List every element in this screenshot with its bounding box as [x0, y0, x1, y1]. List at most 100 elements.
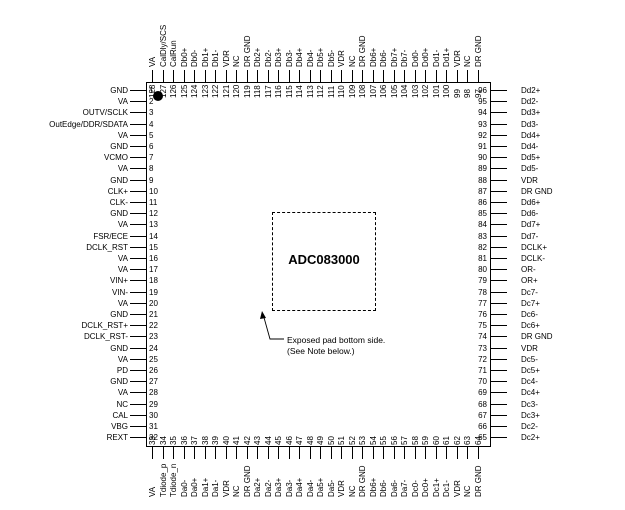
bottom-pin-number: 42 [242, 436, 252, 445]
top-pin-number: 108 [358, 84, 367, 98]
left-pin-line [130, 112, 146, 114]
right-pin-name: Dc3+ [521, 410, 540, 420]
left-pin-name: DCLK_RST [86, 242, 128, 252]
top-pin-name: VA [148, 56, 157, 67]
left-pin-name: VCMO [104, 153, 128, 163]
right-pin-number: 78 [478, 287, 487, 297]
right-pin-name: DCLK- [521, 254, 546, 263]
bottom-pin-line [393, 447, 395, 459]
top-pin-name: Dd1+ [442, 47, 451, 67]
right-pin-number: 73 [478, 343, 487, 353]
left-pin-line [130, 381, 146, 383]
top-pin-line [404, 70, 405, 82]
top-pin-name: Dd1- [431, 49, 441, 67]
right-pin-number: 89 [478, 164, 487, 174]
left-pin-number: 13 [149, 220, 158, 230]
left-pin-name: VBG [111, 422, 128, 431]
left-pin-name: VA [117, 265, 128, 275]
left-pin-name: VA [117, 388, 128, 398]
right-pin-line [491, 246, 507, 248]
bottom-pin-number: 34 [158, 436, 168, 445]
left-pin-line [130, 213, 146, 215]
left-pin-number: 19 [149, 287, 158, 297]
right-pin-line [491, 90, 507, 91]
bottom-pin-line [456, 447, 458, 459]
top-pin-line [414, 70, 416, 82]
right-pin-number: 92 [478, 130, 487, 140]
bottom-pin-name: Da2+ [253, 477, 262, 497]
right-pin-number: 85 [478, 209, 487, 219]
bottom-pin-number: 49 [316, 436, 325, 445]
right-pin-number: 93 [478, 119, 487, 129]
top-pin-name: Db6+ [368, 47, 378, 67]
left-pin-number: 23 [149, 332, 158, 342]
bottom-pin-name: Da2- [263, 479, 273, 497]
top-pin-line [383, 70, 384, 82]
top-pin-line [267, 70, 269, 82]
right-pin-line [491, 403, 507, 405]
top-pin-number: 116 [274, 85, 283, 98]
bottom-pin-number: 38 [200, 436, 210, 445]
left-pin-number: 29 [149, 399, 158, 409]
bottom-pin-name: NC [347, 485, 357, 497]
top-pin-number: 113 [305, 85, 315, 98]
left-pin-name: GND [110, 343, 128, 353]
bottom-pin-name: Da5+ [316, 477, 325, 497]
bottom-pin-line [152, 447, 153, 459]
bottom-pin-line [194, 447, 195, 459]
bottom-pin-number: 36 [179, 436, 189, 445]
bottom-pin-number: 37 [190, 436, 199, 445]
left-pin-number: 20 [149, 298, 158, 308]
top-pin-name: VDR [221, 50, 231, 67]
bottom-pin-name: VA [148, 486, 157, 497]
right-pin-name: Dc7- [521, 287, 538, 297]
top-pin-line [435, 70, 437, 82]
top-pin-line [393, 70, 395, 82]
bottom-pin-line [309, 447, 311, 459]
right-pin-name: Dc2+ [521, 433, 540, 443]
top-pin-name: NC [463, 55, 472, 67]
top-pin-line [299, 70, 300, 82]
right-pin-number: 79 [478, 276, 487, 286]
bottom-pin-name: Da0- [179, 479, 189, 497]
top-pin-number: 100 [442, 84, 451, 98]
top-pin-line [278, 70, 279, 82]
top-pin-number: 110 [337, 85, 346, 98]
bottom-pin-line [215, 447, 216, 459]
left-pin-number: 12 [149, 209, 158, 219]
right-pin-name: Dc3- [521, 399, 538, 409]
bottom-pin-number: 54 [368, 436, 378, 445]
top-pin-line [446, 70, 447, 82]
top-pin-line [320, 70, 321, 82]
top-pin-line [215, 70, 216, 82]
top-pin-name: NC [232, 55, 241, 67]
right-pin-line [491, 370, 507, 371]
bottom-pin-number: 62 [452, 436, 462, 445]
left-pin-line [130, 302, 146, 304]
left-pin-line [130, 134, 146, 136]
right-pin-line [491, 134, 507, 136]
left-pin-name: GND [110, 310, 128, 319]
top-pin-number: 105 [389, 84, 399, 98]
top-pin-line [362, 70, 363, 82]
top-pin-line [330, 70, 332, 82]
bottom-pin-number: 35 [169, 436, 178, 445]
left-pin-line [130, 325, 146, 327]
left-pin-number: 14 [149, 231, 158, 241]
top-pin-number: 120 [232, 84, 241, 98]
right-pin-number: 95 [478, 97, 487, 107]
left-pin-name: CAL [112, 410, 128, 420]
right-pin-number: 88 [478, 175, 487, 185]
bottom-pin-line [372, 447, 374, 459]
top-pin-name: Db4+ [295, 47, 304, 67]
left-pin-line [130, 347, 146, 349]
top-pin-number: 114 [295, 85, 304, 98]
top-pin-name: Db4- [305, 49, 315, 67]
left-pin-line [130, 314, 146, 315]
right-pin-line [491, 336, 507, 338]
bottom-pin-line [477, 447, 479, 459]
top-pin-number: 101 [431, 84, 441, 98]
top-pin-number: 124 [190, 84, 199, 98]
pin1-marker [153, 91, 163, 101]
right-pin-number: 74 [478, 332, 487, 342]
